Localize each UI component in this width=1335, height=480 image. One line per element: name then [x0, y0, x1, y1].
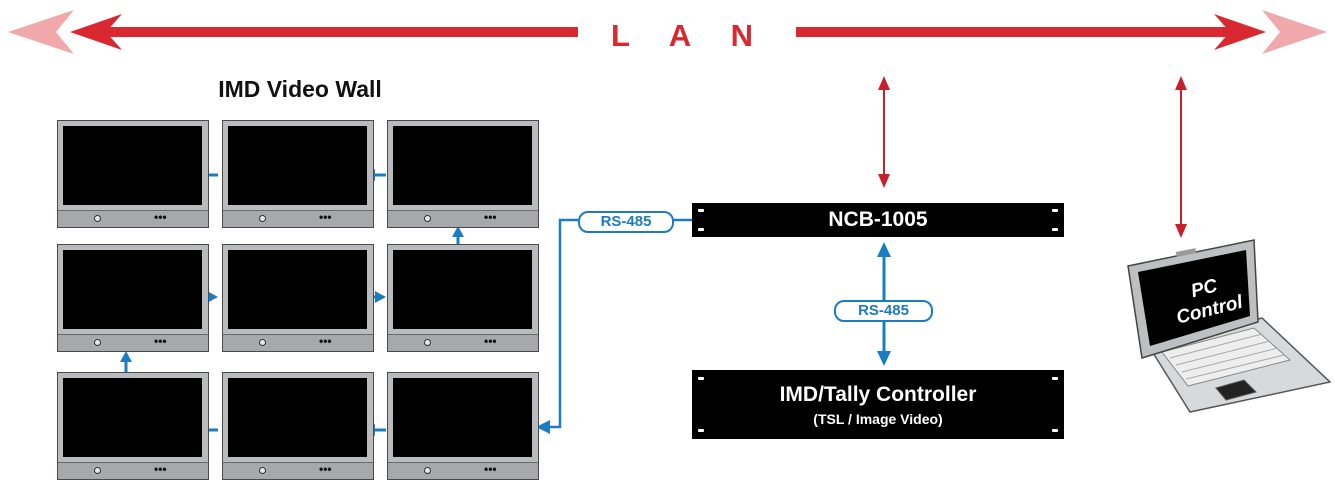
power-button-icon — [94, 215, 101, 222]
monitor: ••• — [222, 120, 374, 228]
monitor-bezel — [388, 462, 538, 479]
lan-bar-left — [100, 27, 578, 37]
laptop-keyboard — [1161, 327, 1292, 387]
wall-to-ncb-link — [536, 218, 692, 434]
rack-ear-hole — [1052, 209, 1058, 212]
power-button-icon — [424, 215, 431, 222]
control-dots-icon: ••• — [319, 334, 332, 348]
monitor-bezel — [58, 210, 208, 227]
monitor-bezel — [58, 462, 208, 479]
rack-ear-hole — [1052, 377, 1058, 380]
laptop-illustration — [1127, 239, 1332, 413]
rack-ear-hole — [698, 377, 704, 380]
power-button-icon — [94, 467, 101, 474]
monitor: ••• — [57, 120, 209, 228]
monitor-screen — [63, 250, 202, 329]
monitor-screen — [393, 126, 532, 205]
ncb-label: NCB-1005 — [828, 208, 928, 231]
power-button-icon — [259, 339, 266, 346]
power-button-icon — [424, 467, 431, 474]
monitor: ••• — [387, 120, 539, 228]
rack-ear-hole — [1052, 429, 1058, 432]
monitor-screen — [228, 378, 367, 457]
monitor-bezel — [223, 210, 373, 227]
imd-tally-controller-unit: IMD/Tally Controller (TSL / Image Video) — [692, 370, 1064, 439]
lan-arrow-left-fade — [8, 10, 74, 54]
monitor-screen — [228, 126, 367, 205]
monitor-bezel — [223, 334, 373, 351]
rs485-badge-controller: RS-485 — [834, 300, 933, 322]
power-button-icon — [259, 467, 266, 474]
monitor: ••• — [387, 244, 539, 352]
control-dots-icon: ••• — [484, 210, 497, 224]
laptop-touchpad — [1215, 379, 1257, 401]
lan-arrow-right-head — [1214, 14, 1266, 50]
lan-arrow-right-fade — [1262, 10, 1327, 54]
rack-ear-hole — [698, 209, 704, 212]
controller-subtitle: (TSL / Image Video) — [813, 411, 943, 427]
monitor-screen — [63, 126, 202, 205]
monitor-screen — [393, 250, 532, 329]
power-button-icon — [424, 339, 431, 346]
rack-ear-hole — [698, 228, 704, 231]
control-dots-icon: ••• — [484, 334, 497, 348]
control-dots-icon: ••• — [154, 210, 167, 224]
lan-to-ncb-link — [878, 76, 890, 188]
lan-bar-right — [796, 27, 1246, 37]
rack-ear-hole — [1052, 228, 1058, 231]
lan-label: L A N — [610, 18, 770, 53]
monitor-bezel — [58, 334, 208, 351]
monitor-screen — [63, 378, 202, 457]
control-dots-icon: ••• — [154, 334, 167, 348]
laptop-screen — [1138, 250, 1250, 346]
monitor: ••• — [57, 244, 209, 352]
control-dots-icon: ••• — [319, 462, 332, 476]
lan-bus-arrow — [8, 10, 1327, 54]
power-button-icon — [94, 339, 101, 346]
monitor-bezel — [388, 210, 538, 227]
rs485-badge-wall: RS-485 — [578, 211, 674, 233]
video-wall-title: IMD Video Wall — [218, 76, 382, 102]
controller-title: IMD/Tally Controller — [779, 383, 977, 406]
ncb-1005-unit: NCB-1005 — [692, 203, 1064, 237]
monitor: ••• — [222, 372, 374, 480]
monitor-bezel — [223, 462, 373, 479]
monitor: ••• — [387, 372, 539, 480]
monitor-bezel — [388, 334, 538, 351]
monitor: ••• — [222, 244, 374, 352]
control-dots-icon: ••• — [484, 462, 497, 476]
monitor-screen — [393, 378, 532, 457]
lan-to-pc-link — [1175, 76, 1187, 238]
control-dots-icon: ••• — [154, 462, 167, 476]
power-button-icon — [259, 215, 266, 222]
monitor: ••• — [57, 372, 209, 480]
lan-arrow-left-head — [70, 14, 122, 50]
rack-ear-hole — [698, 429, 704, 432]
monitor-screen — [228, 250, 367, 329]
control-dots-icon: ••• — [319, 210, 332, 224]
